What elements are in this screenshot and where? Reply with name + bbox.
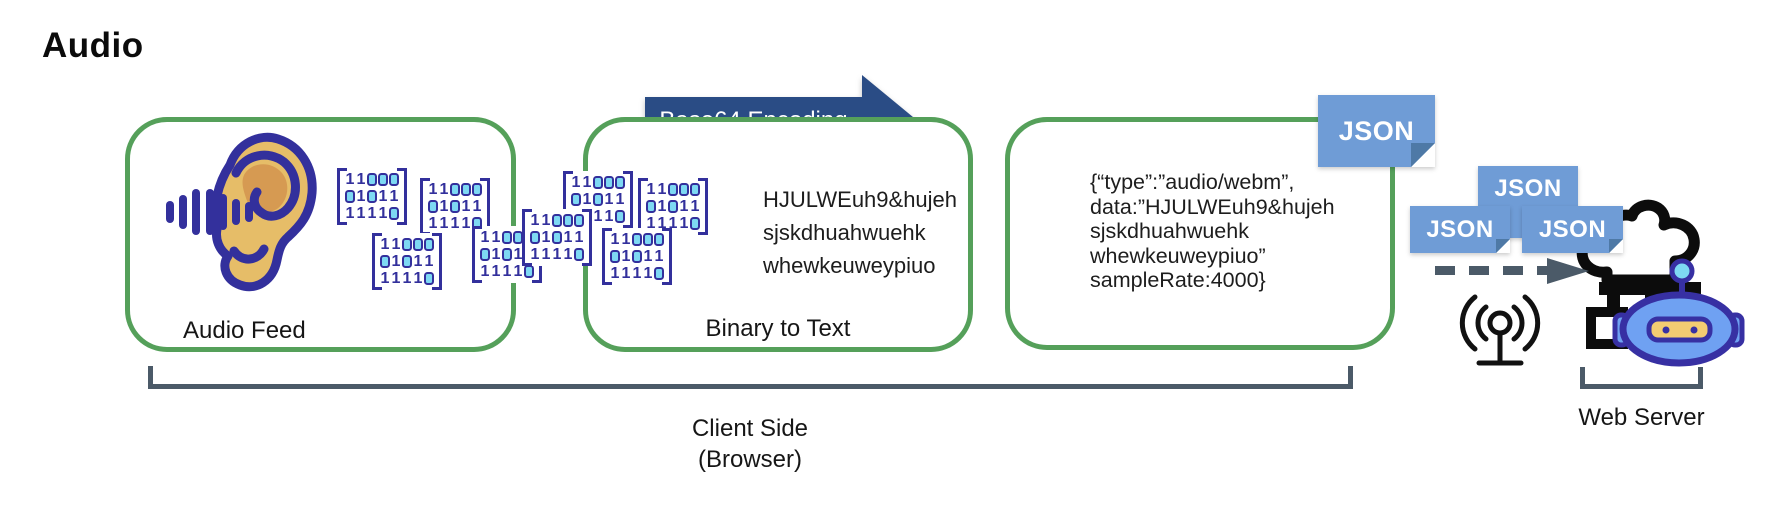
json-tag-left: JSON [1410, 206, 1510, 253]
json-line: sjskdhuahwuehk [1090, 219, 1249, 244]
json-payload-text: {“type”:”audio/webm”, data:”HJULWEuh9&hu… [1090, 170, 1335, 293]
web-server-bracket [1580, 367, 1703, 389]
json-tag-right: JSON [1522, 206, 1623, 253]
web-server-label: Web Server [1578, 404, 1705, 431]
ear-icon [166, 132, 317, 292]
json-tag-label: JSON [1426, 215, 1494, 243]
client-side-bracket [148, 366, 1353, 389]
client-side-label-line1: Client Side [691, 415, 809, 442]
encoded-text-line: HJULWEuh9&hujeh [763, 187, 958, 212]
encoded-text-line: whewkeuweypiuo [763, 253, 936, 278]
encoded-text: HJULWEuh9&hujeh sjskdhuahwuehk whewkeuwe… [763, 183, 957, 282]
sound-waves-icon [166, 189, 253, 235]
json-line: sampleRate:4000} [1090, 268, 1266, 293]
dashed-arrowhead-icon [1547, 258, 1589, 284]
robot-icon [1612, 258, 1745, 367]
json-tag-label: JSON [1494, 175, 1562, 202]
json-line: {“type”:”audio/webm”, [1090, 170, 1295, 194]
json-line: whewkeuweypiuo” [1090, 243, 1266, 268]
client-side-label-line2: (Browser) [697, 446, 802, 473]
json-tag-label: JSON [1538, 215, 1607, 243]
json-line: data:”HJULWEuh9&hujeh [1090, 194, 1335, 219]
dashed-transfer-line [1435, 266, 1547, 275]
audio-feed-label: Audio Feed [183, 317, 306, 344]
page-title: Audio [42, 26, 144, 65]
antenna-icon [1459, 294, 1541, 366]
client-side-label: Client Side (Browser) [500, 413, 1000, 475]
json-tag-main: JSON [1318, 95, 1435, 167]
json-tag-label: JSON [1338, 115, 1415, 146]
encoded-text-line: sjskdhuahwuehk [763, 220, 926, 245]
binary-to-text-label: Binary to Text [705, 315, 851, 342]
